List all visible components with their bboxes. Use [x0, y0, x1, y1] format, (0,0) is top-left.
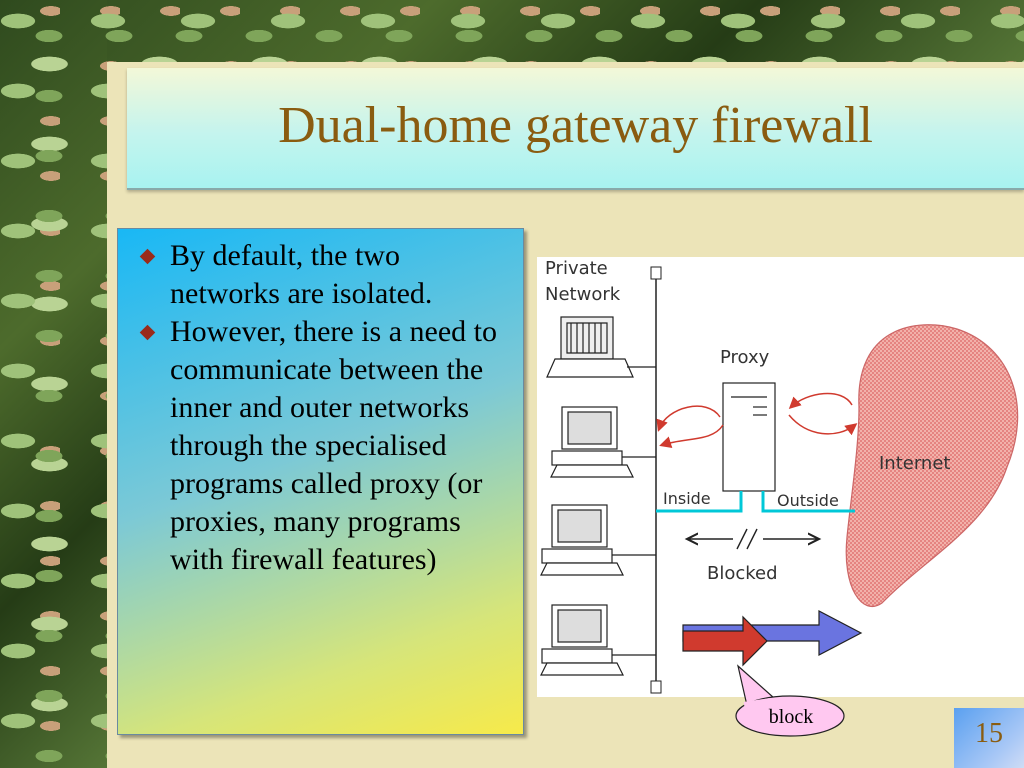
- internet-label: Internet: [879, 453, 950, 474]
- inbound-arrow-icon: [656, 405, 721, 432]
- diamond-bullet-icon: [139, 324, 156, 341]
- inbound-arrow-icon: [659, 424, 724, 448]
- blocked-arrow-icon: [687, 528, 819, 550]
- network-diagram: Private Network: [537, 257, 1024, 697]
- private-network-label: Network: [545, 284, 621, 305]
- proxy-label: Proxy: [720, 347, 770, 368]
- bullet-item: However, there is a need to communicate …: [138, 313, 517, 579]
- outbound-arrow-icon: [788, 392, 853, 410]
- network-diagram-svg: Private Network: [540, 258, 1019, 694]
- bullet-text: However, there is a need to communicate …: [170, 315, 497, 576]
- inside-label: Inside: [663, 489, 711, 508]
- desktop-computer-icon: [540, 604, 656, 676]
- desktop-computer-icon: [540, 504, 656, 576]
- desktop-computer-icon: [550, 406, 656, 478]
- block-callout-bubble: [735, 664, 845, 737]
- leaf-photo-border-left: [0, 0, 107, 768]
- laptop-icon: [546, 316, 656, 378]
- page-number: 15: [975, 718, 1003, 749]
- slide-title: Dual-home gateway firewall: [278, 97, 873, 154]
- bullet-item: By default, the two networks are isolate…: [138, 237, 517, 313]
- proxy-server-icon: [722, 382, 776, 492]
- page-number-box: 15: [954, 708, 1024, 768]
- title-banner: Dual-home gateway firewall: [127, 68, 1024, 190]
- internet-cloud-icon: [845, 324, 1019, 608]
- inside-link: [656, 491, 743, 513]
- bullet-text: By default, the two networks are isolate…: [170, 239, 433, 310]
- blocked-label: Blocked: [707, 563, 778, 584]
- blocked-traffic-arrow-icon: [682, 615, 768, 667]
- private-network-label: Private: [545, 258, 608, 279]
- bullet-list: By default, the two networks are isolate…: [118, 229, 523, 579]
- diamond-bullet-icon: [139, 248, 156, 265]
- bullet-text-box: By default, the two networks are isolate…: [117, 228, 524, 735]
- outside-label: Outside: [777, 491, 839, 510]
- block-callout-label: block: [768, 706, 814, 728]
- outside-link: [761, 491, 855, 513]
- private-network-bus: [650, 266, 662, 694]
- outbound-arrow-icon: [788, 414, 858, 436]
- leaf-photo-border-top: [0, 0, 1024, 62]
